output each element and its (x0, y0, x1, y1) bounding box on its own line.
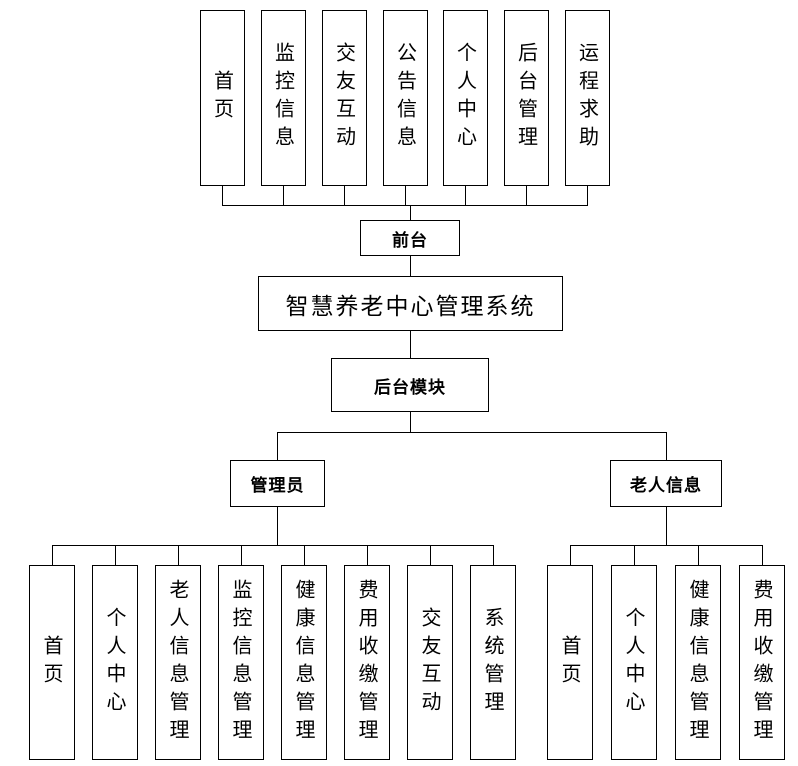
node-front-backend-manage: 后台管理 (504, 10, 549, 186)
connector-line (526, 186, 527, 205)
node-elder-personal-center: 个人中心 (611, 565, 657, 760)
node-backend-module-label: 后台模块 (374, 377, 446, 398)
connector-line (52, 545, 494, 546)
node-admin-monitor-info-manage: 监控信息管理 (218, 565, 264, 760)
connector-line (634, 545, 635, 565)
connector-line (277, 432, 667, 433)
connector-line (304, 545, 305, 565)
node-elder-info: 老人信息 (610, 460, 722, 507)
node-front-personal-center-label: 个人中心 (453, 42, 478, 154)
connector-line (367, 545, 368, 565)
node-admin-monitor-info-manage-label: 监控信息管理 (229, 578, 253, 747)
node-front-remote-help: 运程求助 (565, 10, 610, 186)
node-admin-system-manage: 系统管理 (470, 565, 516, 760)
connector-line (410, 412, 411, 432)
node-elder-home: 首页 (547, 565, 593, 760)
node-elder-health-info-manage: 健康信息管理 (675, 565, 721, 760)
node-front-backend-manage-label: 后台管理 (514, 42, 539, 154)
node-admin: 管理员 (230, 460, 325, 507)
node-front-friend-interaction-label: 交友互动 (332, 42, 357, 154)
node-elder-info-label: 老人信息 (630, 476, 702, 496)
node-front-announcement-info-label: 公告信息 (393, 42, 418, 154)
node-admin-personal-center: 个人中心 (92, 565, 138, 760)
node-front-home: 首页 (200, 10, 245, 186)
node-system-title: 智慧养老中心管理系统 (258, 276, 563, 331)
node-admin-system-manage-label: 系统管理 (481, 606, 505, 719)
node-elder-personal-center-label: 个人中心 (622, 606, 646, 719)
node-admin-friend-interaction: 交友互动 (407, 565, 453, 760)
connector-line (666, 432, 667, 460)
node-admin-fee-collection-manage: 费用收缴管理 (344, 565, 390, 760)
node-admin-fee-collection-manage-label: 费用收缴管理 (355, 578, 379, 747)
node-front-label: 前台 (392, 230, 428, 251)
node-admin-health-info-manage-label: 健康信息管理 (292, 578, 316, 747)
node-admin-friend-interaction-label: 交友互动 (418, 606, 442, 719)
node-front-monitor-info: 监控信息 (261, 10, 306, 186)
node-front-monitor-info-label: 监控信息 (271, 42, 296, 154)
node-admin-personal-center-label: 个人中心 (103, 606, 127, 719)
connector-line (222, 186, 223, 205)
connector-line (430, 545, 431, 565)
node-front-announcement-info: 公告信息 (383, 10, 428, 186)
connector-line (283, 186, 284, 205)
node-admin-label: 管理员 (250, 476, 305, 496)
node-front-home-label: 首页 (210, 70, 235, 126)
node-admin-elder-info-manage: 老人信息管理 (155, 565, 201, 760)
connector-line (277, 432, 278, 460)
node-elder-fee-collection-manage: 费用收缴管理 (739, 565, 785, 760)
node-admin-home-label: 首页 (40, 634, 64, 691)
node-front-friend-interaction: 交友互动 (322, 10, 367, 186)
connector-line (666, 507, 667, 545)
connector-line (344, 186, 345, 205)
connector-line (410, 256, 411, 276)
node-backend-module: 后台模块 (331, 358, 489, 412)
connector-line (410, 331, 411, 358)
node-admin-health-info-manage: 健康信息管理 (281, 565, 327, 760)
connector-line (587, 186, 588, 205)
connector-line (405, 186, 406, 205)
node-elder-fee-collection-manage-label: 费用收缴管理 (750, 578, 774, 747)
system-title-label: 智慧养老中心管理系统 (285, 293, 536, 320)
connector-line (410, 205, 411, 220)
connector-line (570, 545, 763, 546)
connector-line (277, 507, 278, 545)
connector-line (241, 545, 242, 565)
node-admin-elder-info-manage-label: 老人信息管理 (166, 578, 190, 747)
connector-line (222, 205, 588, 206)
connector-line (115, 545, 116, 565)
connector-line (570, 545, 571, 565)
connector-line (762, 545, 763, 565)
node-elder-home-label: 首页 (558, 634, 582, 691)
node-admin-home: 首页 (29, 565, 75, 760)
node-elder-health-info-manage-label: 健康信息管理 (686, 578, 710, 747)
connector-line (465, 186, 466, 205)
connector-line (178, 545, 179, 565)
node-front-remote-help-label: 运程求助 (575, 42, 600, 154)
node-front-personal-center: 个人中心 (443, 10, 488, 186)
node-front: 前台 (360, 220, 460, 256)
connector-line (52, 545, 53, 565)
connector-line (493, 545, 494, 565)
connector-line (698, 545, 699, 565)
